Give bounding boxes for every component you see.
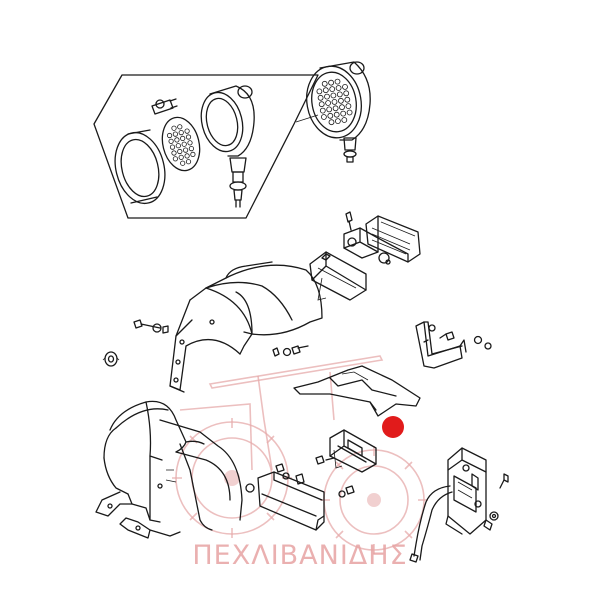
lamp-housing[interactable]: [195, 85, 255, 157]
rear-lamp-lens[interactable]: [365, 215, 421, 263]
worklamp-inset: [93, 74, 319, 219]
lens-dot: [185, 134, 192, 140]
lens-dot: [319, 107, 326, 114]
fender-bolt-right[interactable]: [272, 345, 309, 357]
tail-lamp-screws[interactable]: [483, 473, 509, 531]
lens-dot: [346, 109, 353, 116]
lens-dot: [172, 156, 178, 162]
lamp-bracket[interactable]: [415, 321, 492, 369]
lamp-bulb[interactable]: [151, 98, 178, 115]
lens-dot: [343, 90, 350, 97]
lens-dot: [167, 132, 173, 139]
tail-lamp-cable: [409, 485, 453, 563]
lens-dot: [178, 130, 184, 136]
lens-dot: [324, 93, 330, 100]
worklamp-assembled[interactable]: [301, 61, 371, 163]
lens-dot: [188, 146, 194, 152]
lens-dot: [184, 153, 190, 159]
lens-dot: [171, 150, 177, 156]
lamp-mount-stem[interactable]: [229, 157, 247, 208]
lens-dot: [330, 92, 337, 99]
lens-dot: [318, 101, 325, 108]
lens-dot: [327, 112, 334, 119]
lens-dot: [328, 79, 335, 86]
tail-lamp[interactable]: [445, 447, 487, 535]
lamp-lens[interactable]: [157, 113, 205, 174]
lens-dot: [326, 106, 333, 113]
lens-dot: [185, 159, 192, 165]
lens-dot: [190, 151, 196, 157]
lens-dot: [174, 137, 180, 143]
lens-dot: [183, 147, 189, 153]
lens-dot: [341, 117, 348, 123]
lens-dot: [342, 84, 348, 90]
lens-dot: [320, 114, 327, 120]
rear-support-plate[interactable]: [293, 365, 421, 417]
plate-lamp-bolt[interactable]: [315, 455, 335, 465]
rear-lamp-screws[interactable]: [345, 211, 353, 231]
lens-dot: [180, 135, 186, 141]
lens-dot: [172, 131, 178, 137]
lens-dot: [169, 144, 176, 150]
plate-bracket[interactable]: [257, 471, 325, 531]
grommet[interactable]: [102, 351, 120, 367]
lens-dot: [337, 97, 344, 104]
lens-dot: [332, 105, 339, 112]
lens-dot: [339, 104, 345, 111]
watermark-logo: [172, 355, 428, 554]
lens-dot: [181, 141, 187, 147]
lens-dot: [333, 111, 340, 118]
lens-dot: [336, 91, 343, 98]
lamp-bezel-ring[interactable]: [108, 127, 172, 208]
lens-dot: [177, 124, 183, 130]
lens-dot: [334, 78, 341, 85]
lens-dot: [178, 154, 184, 160]
rear-fender[interactable]: [169, 261, 323, 393]
lens-dot: [331, 99, 338, 105]
lens-dot: [175, 143, 181, 149]
lens-dot: [177, 148, 183, 155]
lens-dot: [325, 100, 332, 106]
lens-dot: [335, 85, 342, 91]
lens-dot: [168, 138, 174, 144]
lens-dot: [317, 94, 324, 101]
lens-dot: [334, 118, 341, 124]
lens-dot: [322, 87, 329, 94]
lens-dot: [321, 80, 328, 87]
lens-dot: [187, 140, 193, 146]
lens-dot: [180, 160, 186, 166]
hotspot-marker[interactable]: [382, 416, 404, 438]
lens-dot: [329, 86, 336, 92]
lens-dot: [345, 103, 352, 109]
rear-lamp-cluster: [309, 211, 421, 301]
lens-dot: [328, 119, 335, 126]
plate-bracket-bolts[interactable]: [245, 463, 355, 498]
lens-dot: [316, 88, 323, 95]
lens-dot: [344, 96, 351, 103]
plate-lamp[interactable]: [329, 429, 377, 473]
fender-bolt-left[interactable]: [133, 319, 169, 334]
rear-lamp-socket[interactable]: [343, 227, 391, 265]
lens-dot: [184, 128, 190, 134]
fender-assembly[interactable]: [95, 400, 243, 539]
lens-dot: [171, 125, 177, 131]
plate-lamp-housing[interactable]: [309, 251, 367, 301]
lens-dot: [340, 110, 347, 117]
